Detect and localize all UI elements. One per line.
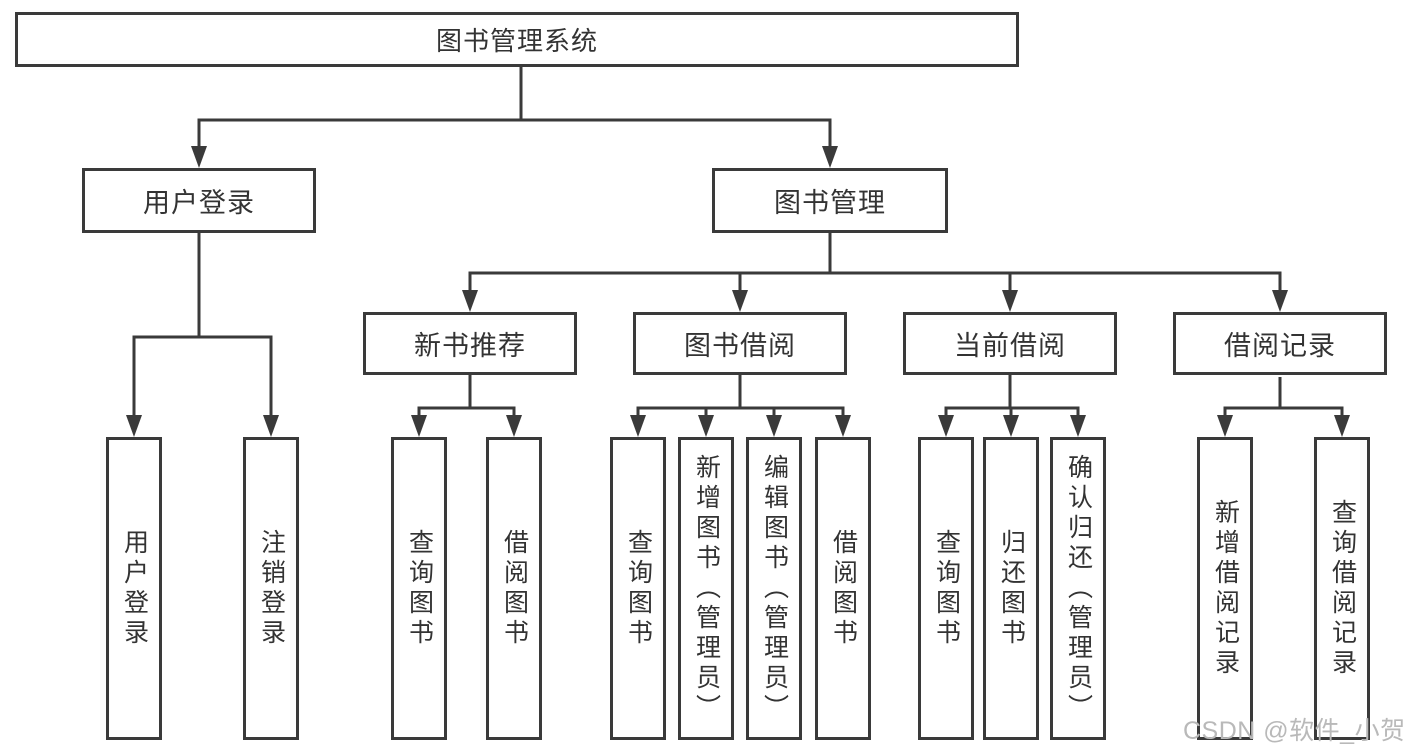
- node-book-borrowing: 图书借阅: [633, 312, 847, 375]
- leaf-return-book: 归还图书: [983, 437, 1039, 740]
- node-current-borrowing: 当前借阅: [903, 312, 1117, 375]
- node-borrowing-records: 借阅记录: [1173, 312, 1387, 375]
- csdn-watermark: CSDN @软件_小贺同学: [1183, 717, 1405, 745]
- leaf-add-book-admin: 新增图书（管理员）: [678, 437, 734, 740]
- leaf-confirm-return-admin: 确认归还（管理员）: [1050, 437, 1106, 740]
- leaf-borrow-book-recommend: 借阅图书: [486, 437, 542, 740]
- node-book-management-branch: 图书管理: [712, 168, 948, 233]
- leaf-edit-book-admin: 编辑图书（管理员）: [746, 437, 802, 740]
- leaf-user-login: 用户登录: [106, 437, 162, 740]
- leaf-query-book-recommend: 查询图书: [391, 437, 447, 740]
- leaf-query-book-borrowing: 查询图书: [610, 437, 666, 740]
- node-library-management-system: 图书管理系统: [15, 12, 1019, 67]
- leaf-query-borrow-record: 查询借阅记录: [1314, 437, 1370, 740]
- leaf-logout: 注销登录: [243, 437, 299, 740]
- node-new-book-recommend: 新书推荐: [363, 312, 577, 375]
- leaf-query-book-current: 查询图书: [918, 437, 974, 740]
- leaf-borrow-book: 借阅图书: [815, 437, 871, 740]
- node-user-login-branch: 用户登录: [82, 168, 316, 233]
- leaf-add-borrow-record: 新增借阅记录: [1197, 437, 1253, 740]
